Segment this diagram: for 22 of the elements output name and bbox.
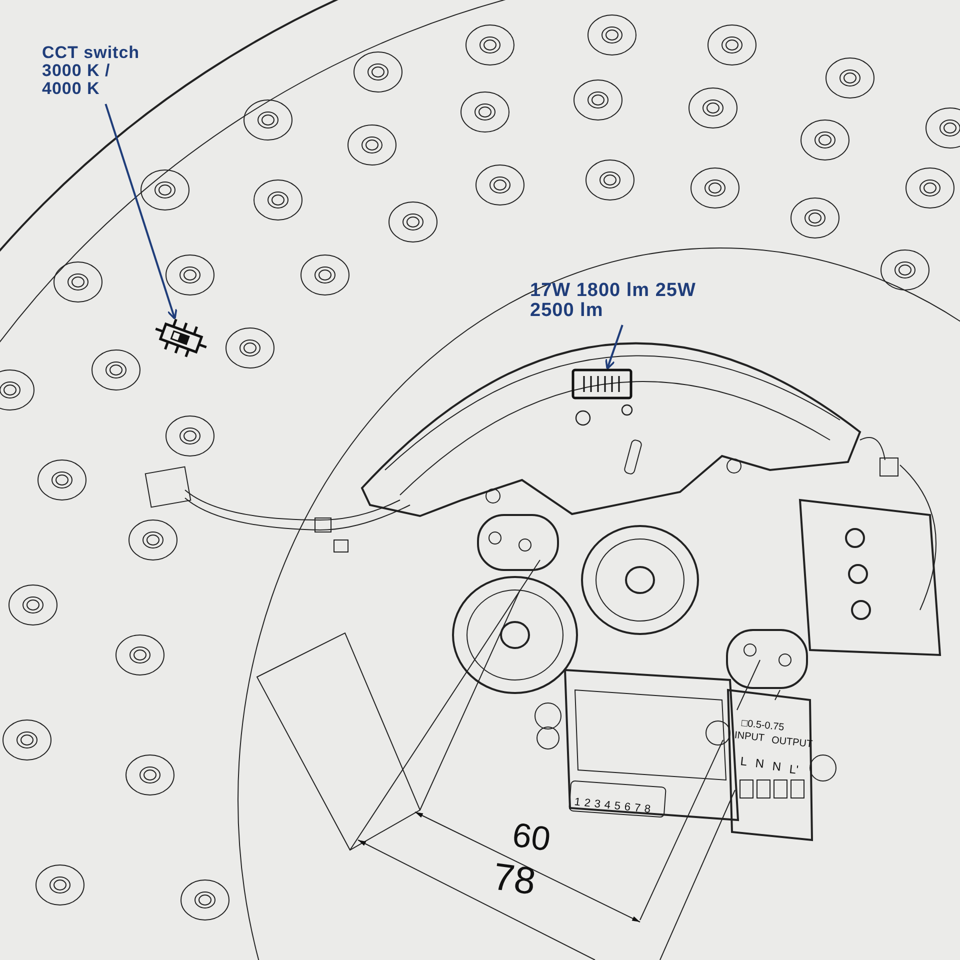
selector-switch-symbol bbox=[570, 368, 634, 400]
dimension-value: 60 bbox=[510, 818, 552, 857]
terminal-label: INPUT bbox=[734, 731, 765, 744]
terminal-label: 2 bbox=[584, 798, 592, 810]
leader-arrow bbox=[605, 324, 624, 370]
terminal-label: OUTPUT bbox=[770, 736, 813, 750]
terminal-label: □0.5-0.75 bbox=[740, 719, 784, 734]
terminal-label: L' bbox=[788, 763, 799, 776]
terminal-label: 1 bbox=[574, 797, 582, 809]
terminal-label: 6 bbox=[624, 802, 632, 814]
terminal-label: N bbox=[772, 760, 782, 773]
terminal-label: 4 bbox=[604, 800, 612, 812]
terminal-label: 5 bbox=[614, 801, 622, 813]
callout-text: 17W 1800 lm 25W 2500 lm bbox=[530, 281, 730, 321]
terminal-label: L bbox=[740, 755, 748, 768]
terminal-label: 8 bbox=[644, 804, 652, 816]
leader-arrow bbox=[104, 104, 178, 320]
callout-text: CCT switch 3000 K / 4000 K bbox=[42, 44, 150, 98]
terminal-label: N bbox=[754, 757, 765, 770]
dimension-value: 78 bbox=[490, 858, 538, 902]
terminal-label: 7 bbox=[634, 803, 642, 815]
terminal-label: 3 bbox=[594, 799, 602, 811]
